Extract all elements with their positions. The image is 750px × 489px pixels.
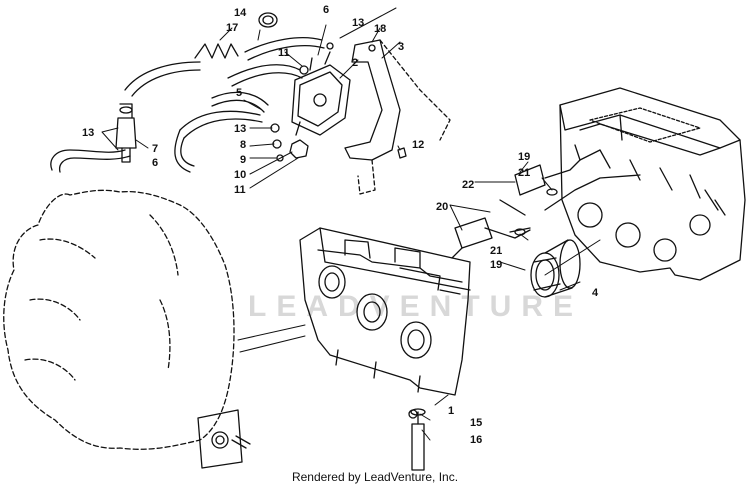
callout-21-top: 21 [518,167,530,179]
engine-outline [3,189,235,450]
callout-4: 4 [592,287,599,299]
fuel-pump-bracket [344,39,451,195]
callout-8: 8 [240,139,246,151]
callout-18: 18 [374,23,386,35]
drain-tube [410,408,426,471]
callout-5: 5 [236,87,242,99]
callout-20: 20 [436,201,448,213]
callout-22: 22 [462,179,474,191]
callout-14: 14 [234,7,247,19]
callout-17: 17 [226,22,238,34]
airbox [559,87,746,281]
intake-boot [530,239,581,298]
callout-7: 7 [152,143,158,155]
hardware [270,42,418,419]
render-credit: Rendered by LeadVenture, Inc. [291,470,459,484]
cap [258,12,278,28]
callout-labels: 1 2 3 4 5 6 6 7 8 9 10 11 11 12 13 13 13… [82,4,599,446]
callout-3: 3 [398,41,404,53]
engine-mount-plate [197,409,251,469]
fuel-hoses [50,37,325,173]
fuel-filter [115,103,137,163]
callout-19-bottom: 19 [490,259,502,271]
callout-1: 1 [448,405,454,417]
callout-9: 9 [240,154,246,166]
callout-6-left: 6 [152,157,158,169]
callout-11-top: 11 [278,47,290,59]
callout-12: 12 [412,139,424,151]
callout-21-bottom: 21 [490,245,502,257]
callout-10: 10 [234,169,246,181]
callout-16: 16 [470,434,482,446]
callout-13-left: 13 [82,127,94,139]
spring [194,43,239,59]
sensor-harness [451,149,641,259]
callout-13-mid: 13 [234,123,246,135]
callout-19-top: 19 [518,151,530,163]
callout-15: 15 [470,417,482,429]
callout-6-top: 6 [323,4,329,16]
callout-11-bottom: 11 [234,184,246,196]
leader-lines [101,7,601,441]
fuel-pump [291,51,351,136]
carburetor-assembly [299,227,471,396]
callout-2: 2 [352,57,358,69]
callout-13-top: 13 [352,17,364,29]
watermark: LEADVENTURE [248,290,584,323]
